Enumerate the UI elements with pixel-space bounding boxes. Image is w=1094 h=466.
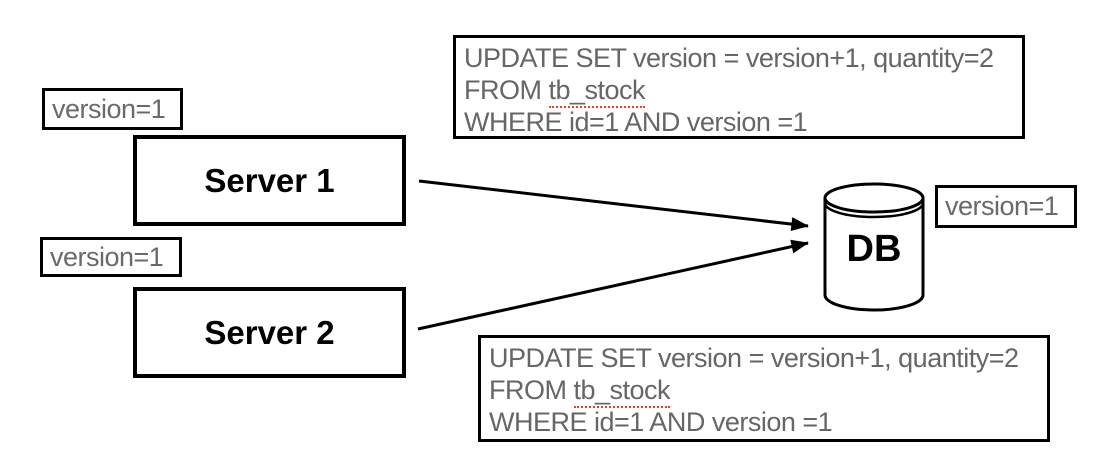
arrow-server2-to-db [417,239,809,331]
server1-node: Server 1 [133,135,406,226]
arrow-server1-to-db [418,179,809,232]
sql-line-update: UPDATE SET version = version+1, quantity… [489,343,1019,373]
server1-version-label-box: version=1 [42,88,183,130]
sql-line-where: WHERE id=1 AND version =1 [489,407,833,437]
db-node-label: DB [825,228,923,271]
database-cylinder-icon [823,182,925,312]
server2-label: Server 2 [204,313,335,351]
db-label-text: DB [846,228,902,270]
server2-version-label: version=1 [50,241,164,272]
sql-line-from: FROM tb_stock [489,374,1039,408]
sql-from-keyword: FROM [464,75,542,105]
server2-version-label-box: version=1 [40,237,182,277]
db-version-label: version=1 [945,191,1059,221]
sql-statement-server1: UPDATE SET version = version+1, quantity… [453,35,1025,139]
server1-label: Server 1 [204,161,335,199]
server2-node: Server 2 [133,287,406,378]
sql-line-where: WHERE id=1 AND version =1 [464,107,808,137]
sql-statement-server2: UPDATE SET version = version+1, quantity… [478,335,1050,442]
sql-table-name: tb_stock [548,75,646,108]
sql-line-from: FROM tb_stock [464,74,1014,108]
sql-line-update: UPDATE SET version = version+1, quantity… [464,43,994,73]
sql-table-name: tb_stock [573,375,671,408]
sql-from-keyword: FROM [489,375,567,405]
db-version-label-box: version=1 [935,185,1077,228]
server1-version-label: version=1 [52,93,166,124]
